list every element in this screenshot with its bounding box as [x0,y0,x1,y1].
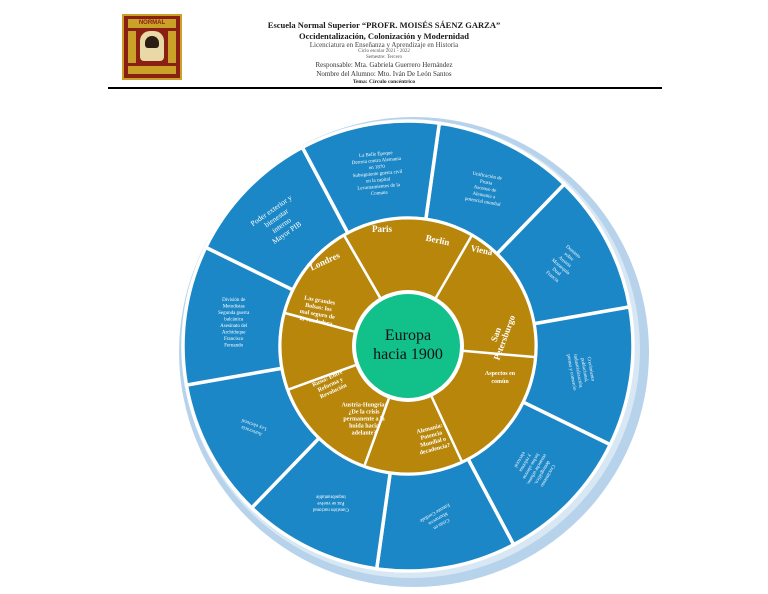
middle-segment-text-line: Las grandes [304,295,336,306]
outer-segment-text: Cuestión nacionalPaz se vuelve inquebrant… [312,493,349,511]
outer-segment-text-line: Segunda guerra [218,311,250,316]
middle-segment-text-line: Aspectos en [485,371,516,377]
outer-segment-text-line: Prusia [479,180,493,187]
school-logo: NORMAL [122,14,182,80]
outer-segment-text-line: Francisco [224,337,244,342]
outer-segment-text-line: Archiduque [222,331,246,336]
outer-segment-text-line: Levantamientos de la [357,183,401,192]
degree-line: Licenciatura en Enseñanza y Aprendizaje … [309,41,459,49]
outer-segment-text-line: Crecimiento [586,357,595,383]
middle-segment-text-line: la vendedora [299,316,333,328]
outer-segment-text-line: inquebrantable [315,493,345,498]
outer-segment-text: Unificación dePrusiaAscenso deAlemania a… [464,171,505,208]
middle-divider [287,362,360,391]
outer-segment-text-line: La Belle Époque [359,150,394,159]
logo-text: NORMAL [128,19,176,28]
middle-segment-text: Las grandesBolsas: losmal seguro dela ve… [298,295,338,328]
document-header: NORMAL Escuela Normal Superior “PROFR. M… [0,0,768,92]
outer-segment-text: La Belle ÉpoqueDerrota contra Alemaniaen… [351,149,405,198]
outer-segment-text-line: Cuestión nacional [312,506,349,511]
middle-segment-text-line: huida hacia [349,423,379,429]
outer-segment-text-line: Fernando [224,344,243,349]
middle-divider [363,394,392,467]
topic-line: Tema: Círculo concéntrico [352,79,416,85]
student-line: Nombre del Alumno: Mto. Iván De León San… [316,70,452,78]
course-title: Occidentalización, Colonización y Modern… [299,31,469,41]
outer-segment-text-line: en la capital [366,177,391,184]
middle-segment-text-line: Bolsas: los [305,303,333,314]
outer-segment-text-line: en 1870 [369,165,386,171]
middle-divider [284,311,359,334]
middle-segment-text-line: San [489,326,503,343]
header-divider [108,87,662,89]
responsible-line: Responsable: Mta. Gabriela Guerrero Hern… [315,61,453,69]
outer-segment-text-line: División de [222,298,246,303]
outer-segment-text: Crecimientodemográfico,ensanche urbano,l… [508,443,558,492]
semester-line: Semestre: Tercero [365,55,403,60]
middle-segment-text: Aspectos en común [485,371,516,385]
middle-divider [432,234,474,302]
middle-segment-text-line: adelante? [352,430,377,436]
middle-segment-text-line: Potencia [420,430,443,441]
middle-divider [459,349,536,359]
city-label: Paris [372,224,392,234]
outer-segment-text-line: balcánica [224,318,244,323]
middle-segment-text-line: permanente a la [343,416,384,422]
center-circle [356,294,460,398]
outer-segment-text-line: potencial mundial [464,197,501,208]
middle-segment-text-line: común [491,379,509,385]
cycle-line: Ciclo escolar 2021 - 2022 [358,49,410,54]
outer-segment-text-line: Subsiguiente guerra civil [352,170,403,179]
outer-segment-text-line: Paz se vuelve [316,500,344,505]
outer-segment-text-line: prensa y comercio [565,354,576,391]
middle-divider [342,234,384,302]
outer-segment-text-line: Dual [551,267,562,277]
outer-segment-text-line: sobre [563,252,575,263]
outer-segment-text-line: Comuna [371,191,389,198]
middle-divider [428,392,464,463]
middle-segment-text-line: ¿De la crisis [349,409,381,415]
middle-segment-text-line: Austria-Hungría: [342,402,387,408]
city-label: Viena [470,243,494,257]
outer-segment-text-line: Metodistas [223,305,245,310]
outer-segment-text-line: Asesinato del [220,324,248,329]
outer-segment-text-line: Alemania a [472,192,496,201]
outer-segment-text-line: industrialización, [572,354,583,389]
outer-segment-text-line: poblacional, [579,358,588,383]
school-title: Escuela Normal Superior “PROFR. MOISÉS S… [267,20,501,30]
center-title-line: hacia 1900 [373,346,443,363]
outer-segment-text-line: Ascenso de [473,185,497,194]
outer-segment-text-line: Unificación de [472,172,503,182]
outer-segment-text-line: Derrota contra Alemania [352,157,402,166]
logo-portrait-icon [140,31,164,61]
city-label: Berlín [425,233,451,248]
center-title-line: Europa [385,327,431,344]
outer-segment-text: Crecimientopoblacional,industrialización… [565,351,596,392]
center-title: Europa hacia 1900 [373,327,443,363]
